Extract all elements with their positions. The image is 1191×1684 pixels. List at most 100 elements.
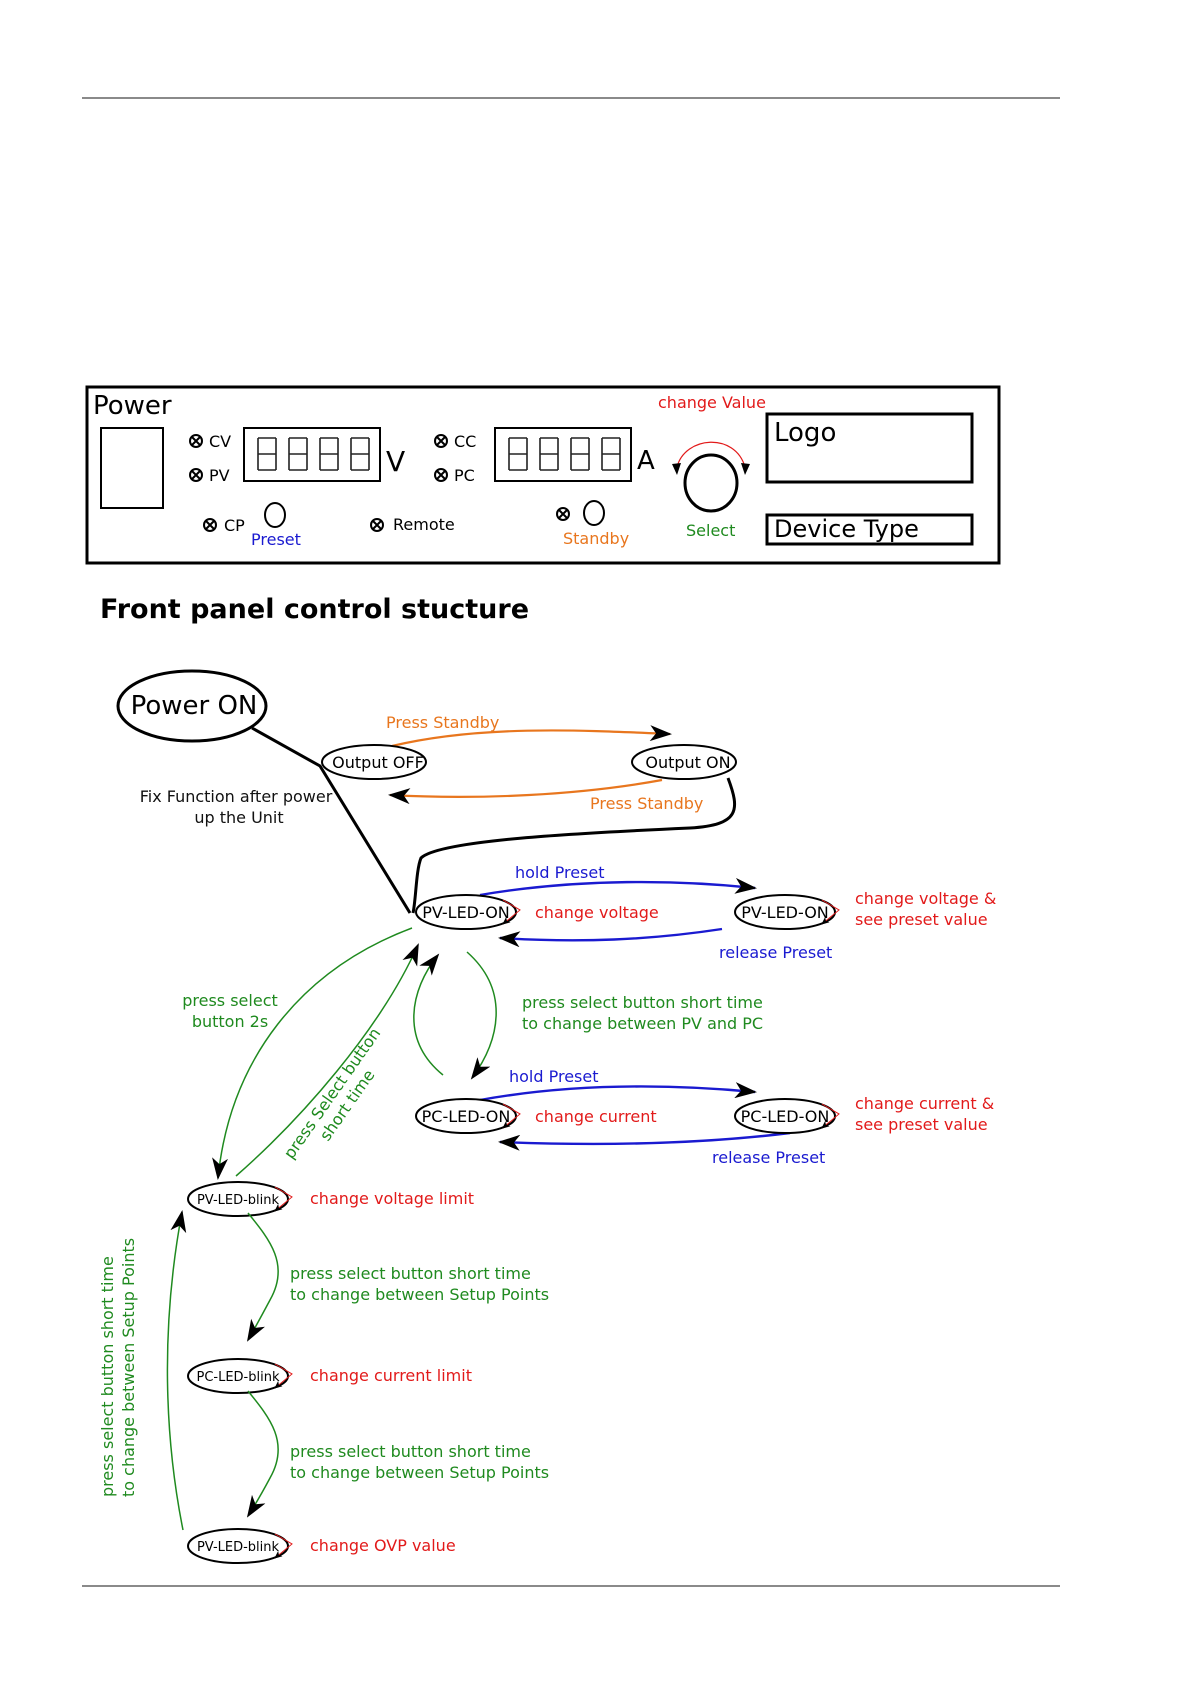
self-loop-change-ovp [274,1533,293,1559]
state-pv-led-on-left-label: PV-LED-ON [422,903,510,922]
front-panel: Power CV PV V CC PC A [85,385,1001,565]
preset-label: Preset [251,530,301,549]
current-display: A [494,427,655,482]
state-pc-led-on-left[interactable]: PC-LED-ON [415,1098,517,1134]
press-standby-top-label: Press Standby [386,713,499,732]
state-pc-led-on-right-label: PC-LED-ON [741,1107,830,1126]
press-select-2s-arrow [212,927,413,1180]
state-pc-led-on-right[interactable]: PC-LED-ON [734,1098,836,1134]
pc-label: PC [454,466,475,485]
self-loop-change-voltage-preset [821,899,840,925]
remote-label: Remote [393,515,455,534]
press-standby-arrow-bottom [388,778,663,805]
power-on-connector [251,726,412,914]
voltage-digit [319,437,339,471]
state-pv-led-blink-top-label: PV-LED-blink [197,1193,280,1208]
release-preset-pc-label: release Preset [712,1148,825,1167]
hold-preset-pv-arrow [479,877,757,897]
setup-switch-arrow-2 [246,1390,279,1518]
press-standby-arrow-top [391,725,672,748]
select-label: Select [686,521,735,540]
change-current-preset-label-line2: see preset value [855,1115,988,1134]
pc-indicator: PC [434,466,475,485]
cp-label: CP [224,516,245,535]
preset-button[interactable] [264,502,286,528]
state-pv-led-blink-bottom-label: PV-LED-blink [197,1540,280,1555]
pv-indicator: PV [189,466,230,485]
self-loop-change-voltage-limit [274,1186,293,1212]
state-output-on[interactable]: Output ON [631,744,737,780]
pv-pc-switch-label-line2: to change between PV and PC [522,1014,763,1033]
change-ovp-value-label: change OVP value [310,1536,456,1555]
device-type-label: Device Type [774,515,919,543]
current-digit [508,437,528,471]
change-current-preset-label-line1: change current & [855,1094,994,1113]
vertical-label-line2: to change between Setup Points [119,1238,138,1497]
current-unit: A [637,446,655,476]
fix-function-label-line1: Fix Function after power [140,787,333,806]
fix-function-label-line2: up the Unit [194,808,283,827]
change-voltage-preset-label-line2: see preset value [855,910,988,929]
voltage-digit [288,437,308,471]
self-loop-change-current-preset [821,1103,840,1129]
setup-switch-2-label-line1: press select button short time [290,1442,531,1461]
power-label: Power [93,391,172,421]
state-pc-led-blink[interactable]: PC-LED-blink [187,1358,289,1394]
state-pc-led-on-left-label: PC-LED-ON [422,1107,511,1126]
standby-indicator [556,507,570,521]
standby-button[interactable] [583,500,605,526]
state-pv-led-blink-bottom[interactable]: PV-LED-blink [187,1528,289,1564]
rotate-right-arrowhead-icon [741,463,750,475]
state-power-on-label: Power ON [131,691,258,721]
pc-to-pv-arrow [413,953,444,1076]
panel-frame [85,385,1001,565]
state-output-off[interactable]: Output OFF [321,744,427,780]
led-x-icon [434,434,448,448]
cv-label: CV [209,432,231,451]
hold-preset-pc-arrow [479,1082,757,1102]
device-type-box [765,513,974,546]
setup-return-arrow [166,1210,187,1531]
state-pv-led-blink-top[interactable]: PV-LED-blink [187,1181,289,1217]
led-x-icon [189,468,203,482]
current-digit [570,437,590,471]
power-switch[interactable] [100,427,164,509]
state-pv-led-on-left[interactable]: PV-LED-ON [415,894,517,930]
led-x-icon [434,468,448,482]
cc-indicator: CC [434,432,476,451]
remote-indicator: Remote [370,515,455,534]
led-x-icon [370,518,384,532]
state-output-off-label: Output OFF [332,753,424,772]
cp-indicator: CP [203,516,245,535]
led-x-icon [556,507,570,521]
standby-label: Standby [563,529,629,548]
logo-box [765,412,974,484]
change-current-label: change current [535,1107,657,1126]
self-loop-change-voltage [502,899,521,925]
rotate-left-arrowhead-icon [672,463,681,475]
self-loop-change-current [502,1103,521,1129]
pv-to-pc-arrow [466,951,497,1080]
state-pc-led-blink-label: PC-LED-blink [196,1370,279,1385]
setup-switch-arrow-1 [246,1212,279,1342]
release-preset-pc-arrow [498,1131,791,1151]
select-knob[interactable] [683,453,739,513]
cv-indicator: CV [189,432,231,451]
current-digit [601,437,621,471]
pv-pc-switch-label-line1: press select button short time [522,993,763,1012]
hold-preset-pv-label: hold Preset [515,863,605,882]
voltage-digit [350,437,370,471]
setup-switch-1-label-line2: to change between Setup Points [290,1285,549,1304]
change-voltage-label: change voltage [535,903,659,922]
logo-label: Logo [774,418,836,448]
cc-label: CC [454,432,476,451]
hold-preset-pc-label: hold Preset [509,1067,599,1086]
pv-label: PV [209,466,230,485]
state-pv-led-on-right[interactable]: PV-LED-ON [734,894,836,930]
state-power-on[interactable]: Power ON [116,669,268,743]
voltage-digit [257,437,277,471]
vertical-label-line1: press select button short time [98,1256,117,1497]
setup-switch-1-label-line1: press select button short time [290,1264,531,1283]
press-standby-bottom-label: Press Standby [590,794,703,813]
